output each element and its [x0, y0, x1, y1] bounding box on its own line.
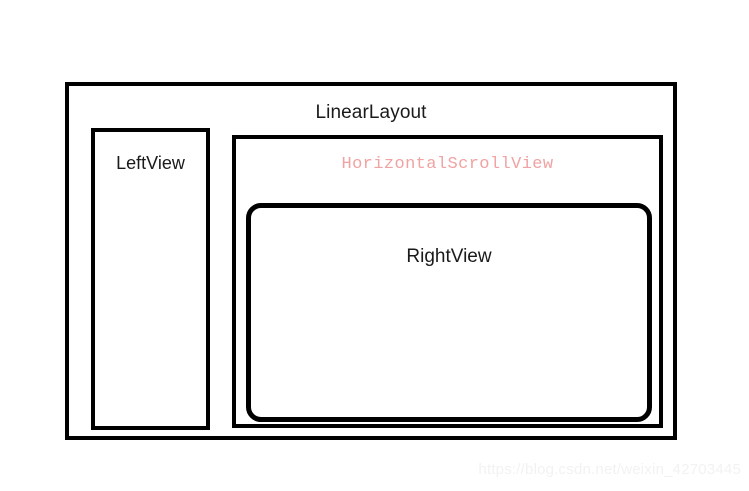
linear-layout-box: LinearLayout LeftView HorizontalScrollVi…	[65, 82, 677, 440]
linear-layout-label: LinearLayout	[315, 102, 427, 123]
horizontal-scroll-view-label: HorizontalScrollView	[341, 155, 554, 174]
horizontal-scroll-view-box: HorizontalScrollView RightView	[232, 135, 663, 428]
right-view-box: RightView	[246, 203, 652, 422]
left-view-box: LeftView	[91, 128, 210, 430]
watermark-text: https://blog.csdn.net/weixin_42703445	[478, 461, 741, 478]
left-view-label: LeftView	[116, 153, 185, 173]
right-view-label: RightView	[406, 246, 492, 267]
